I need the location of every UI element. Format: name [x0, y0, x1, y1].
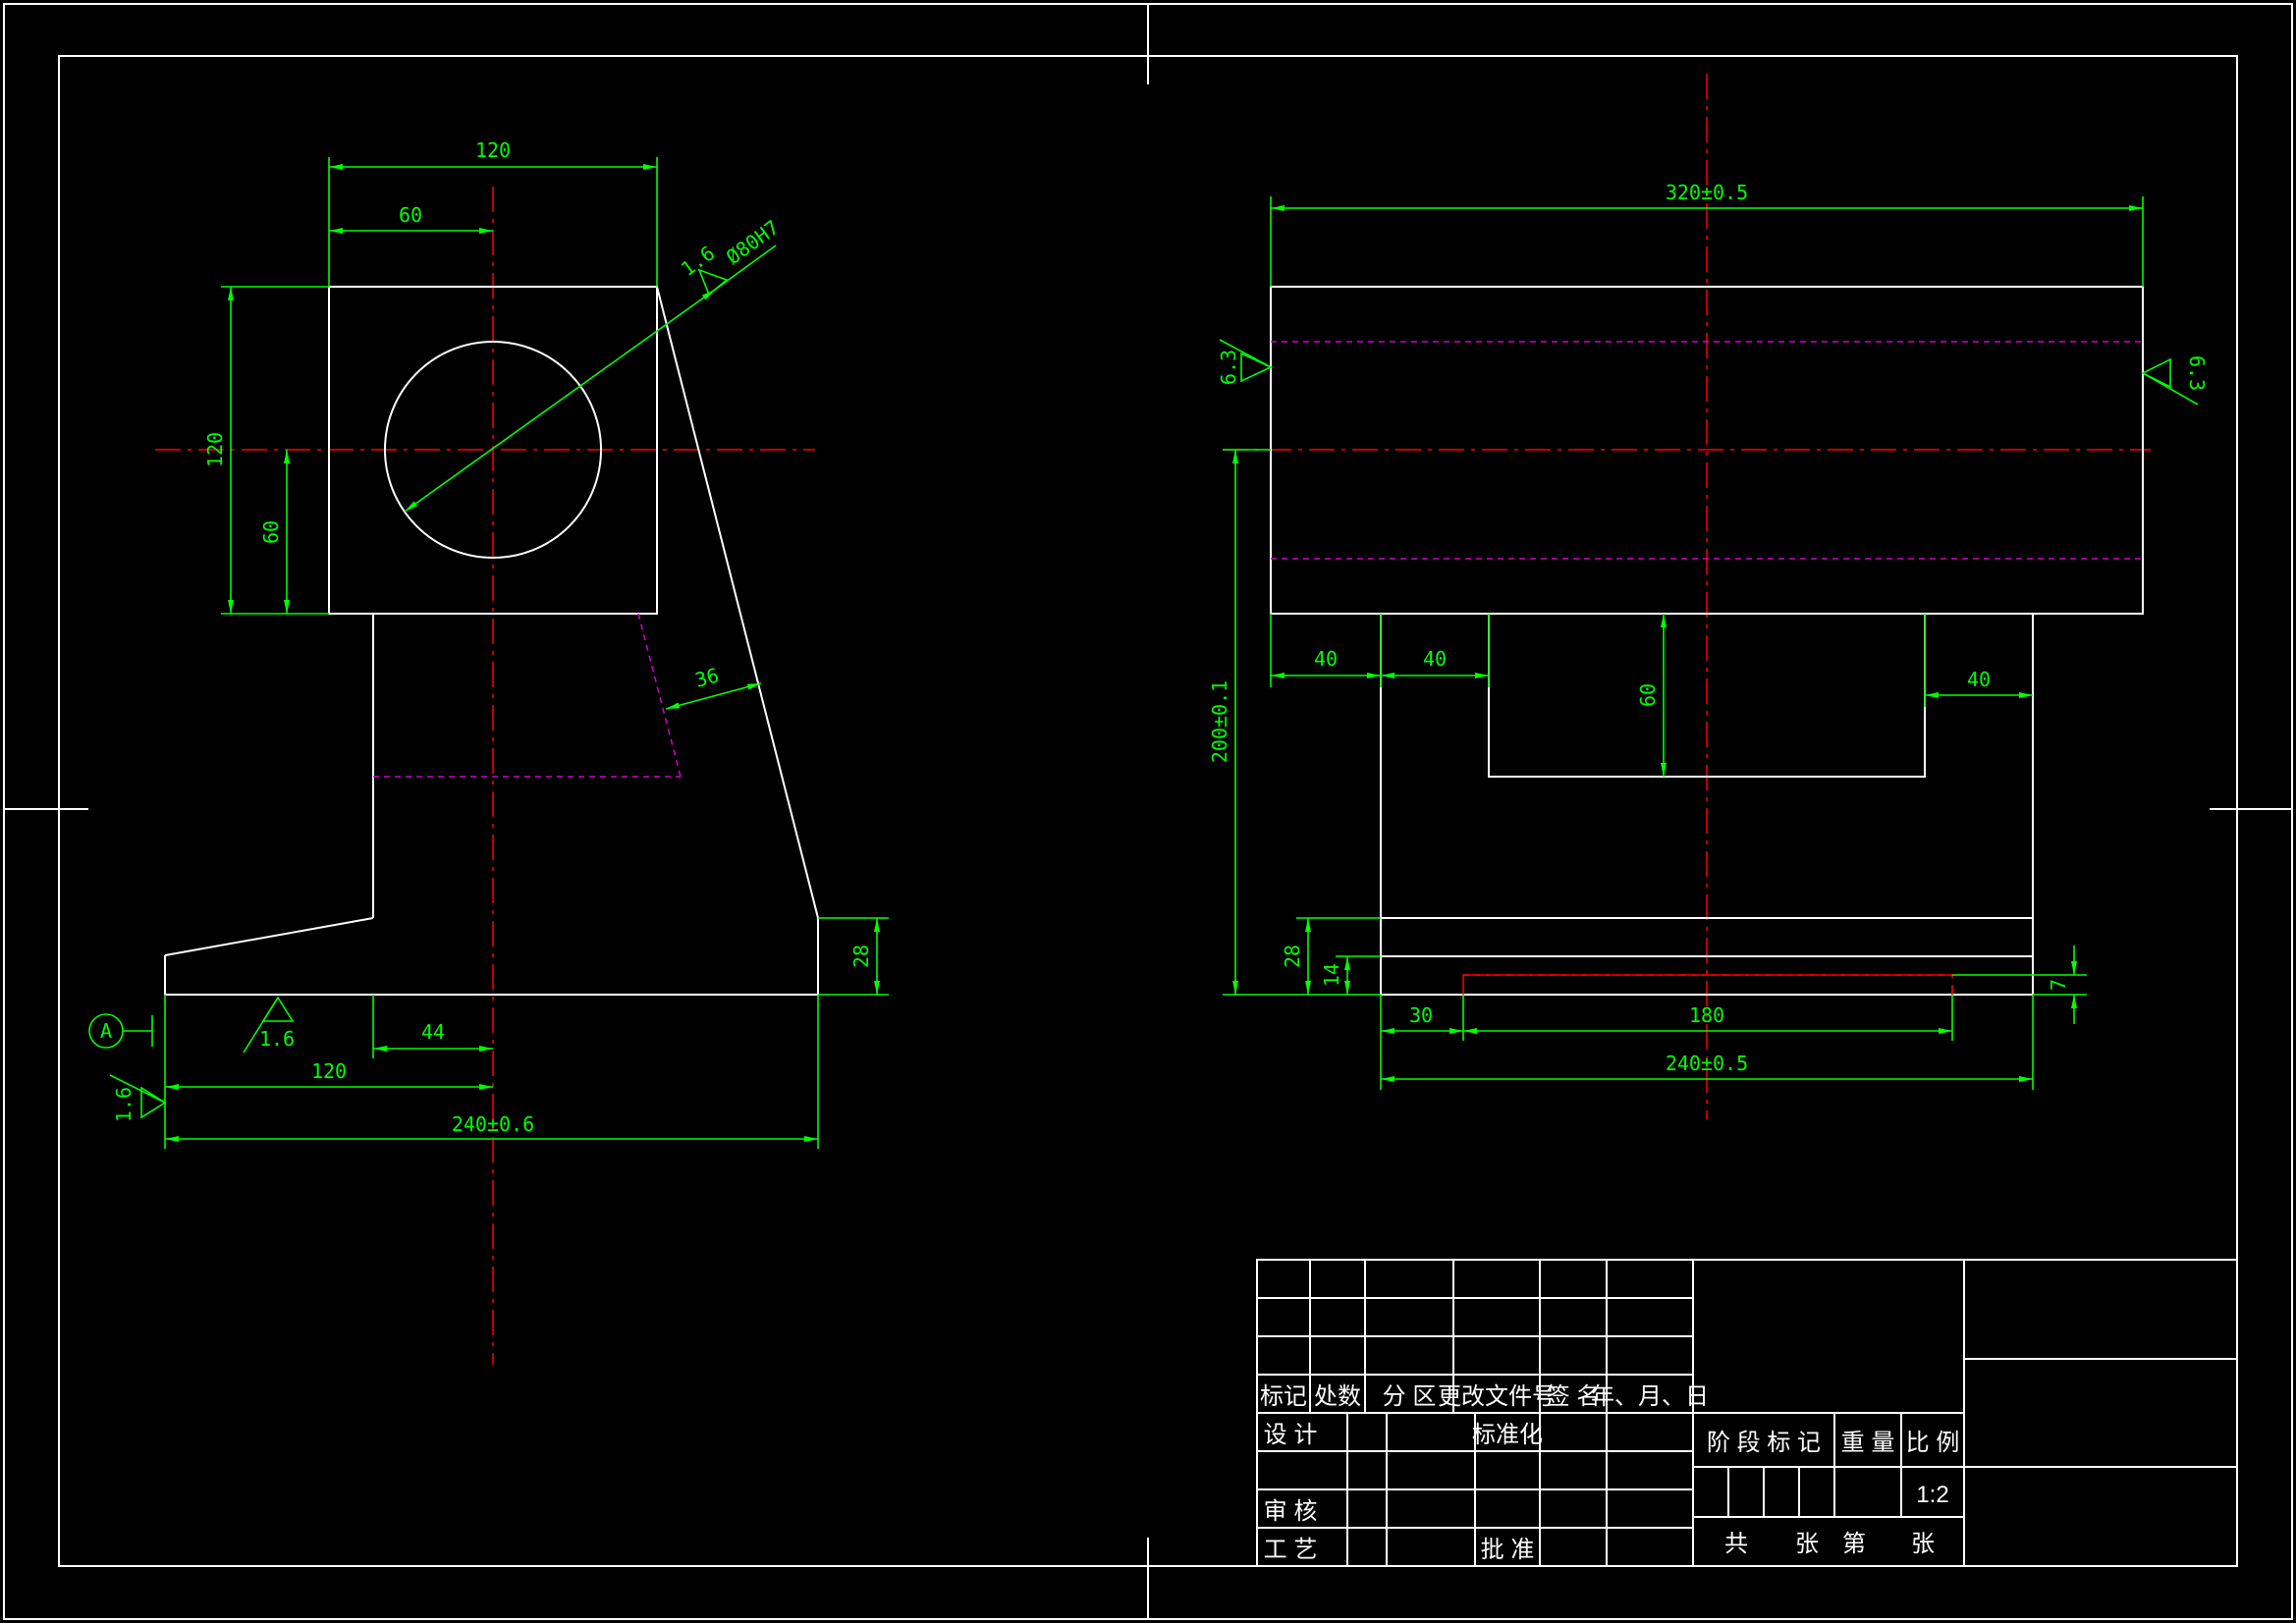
roughness-icon [2141, 357, 2171, 389]
tb-design: 设 计 [1264, 1422, 1318, 1448]
drawing-frame [3, 3, 2293, 1620]
dim-step-right[interactable]: 40 [1924, 614, 2033, 707]
roughness-side[interactable]: 1.6 [109, 1074, 167, 1122]
tb-approve: 批 准 [1481, 1537, 1535, 1563]
hidden-line-rib [637, 613, 682, 778]
dim-top-width[interactable]: 120 [328, 138, 658, 287]
tb-header-count: 处数 [1314, 1383, 1361, 1410]
dim-label: 44 [421, 1020, 445, 1044]
dim-offset[interactable]: 44 [372, 995, 493, 1058]
roughness-icon [697, 268, 729, 297]
tb-sheet-no-unit: 张 [1911, 1531, 1935, 1557]
dim-base-length[interactable]: 240±0.6 [165, 995, 819, 1149]
dim-half-base[interactable]: 120 [164, 995, 493, 1149]
tb-header-sign: 签 名 [1547, 1383, 1601, 1410]
dim-small-7[interactable]: 7 [1952, 946, 2087, 1024]
dim-label: Ø80H7 [722, 215, 784, 269]
dim-label: 40 [1967, 668, 1991, 691]
dim-label: 60 [399, 203, 422, 227]
dim-center-height[interactable]: 60 [259, 450, 290, 614]
datum-marker[interactable]: A [88, 1013, 153, 1049]
dim-block-height[interactable]: 120 [203, 286, 329, 615]
dim-height[interactable]: 200±0.1 [1208, 449, 1381, 996]
title-block-grid [1256, 1259, 2238, 1567]
roughness-icon [140, 1086, 167, 1119]
tb-ratio-label: 比 例 [1906, 1430, 1960, 1456]
tb-header-date: 年、月、日 [1591, 1383, 1709, 1410]
tb-ratio-value[interactable]: 1:2 [1916, 1482, 1948, 1508]
tb-header-doc-no: 更改文件号 [1438, 1383, 1556, 1410]
tb-review: 审 核 [1264, 1498, 1318, 1525]
datum-label: A [100, 1019, 112, 1043]
roughness-icon [261, 996, 295, 1022]
tb-header-mark: 标记 [1260, 1383, 1307, 1410]
roughness-left[interactable]: 6.3 [1217, 339, 1273, 385]
dim-label: 40 [1314, 647, 1338, 671]
dim-offset-30[interactable]: 30 [1380, 995, 1464, 1090]
dim-base-28[interactable]: 28 [1281, 917, 1381, 995]
dim-label: 60 [1636, 683, 1660, 707]
tb-stage: 阶 段 标 记 [1707, 1430, 1821, 1456]
dim-base-14[interactable]: 14 [1320, 955, 1381, 995]
dim-label: 36 [692, 663, 721, 691]
roughness-bottom[interactable]: 1.6 [243, 996, 295, 1054]
dim-label: 180 [1689, 1003, 1724, 1027]
dim-label: 28 [849, 945, 873, 968]
roughness-right[interactable]: 6.3 [2141, 355, 2209, 406]
dim-bore-diameter[interactable]: Ø80H7 1.6 [404, 215, 784, 513]
dim-label: 30 [1409, 1003, 1433, 1027]
title-block[interactable]: 标记 处数 分 区 更改文件号 签 名 年、月、日 设 计 标准化 审 核 工 … [1256, 1259, 2238, 1567]
tb-process: 工 艺 [1264, 1537, 1318, 1563]
dim-label: 7 [2047, 979, 2070, 991]
dim-label: 320±0.5 [1666, 181, 1748, 204]
tb-sheets-unit: 张 [1795, 1531, 1819, 1557]
dim-slot-depth[interactable]: 60 [1636, 614, 1667, 777]
dim-label: 120 [311, 1059, 347, 1083]
dim-label: 240±0.6 [452, 1112, 534, 1136]
dim-label: 120 [475, 138, 511, 162]
dim-label: 60 [259, 520, 283, 544]
roughness-icon [1240, 352, 1273, 383]
roughness-label: 1.6 [259, 1027, 295, 1051]
roughness-label: 1.6 [112, 1087, 136, 1122]
tb-sheet-no-label: 第 [1842, 1531, 1866, 1557]
dim-label: 14 [1320, 963, 1343, 987]
dim-label: 200±0.1 [1208, 680, 1231, 763]
dim-base-length[interactable]: 240±0.5 [1381, 995, 2034, 1090]
dim-length[interactable]: 320±0.5 [1270, 181, 2144, 287]
dim-rib-thickness[interactable]: 36 [665, 663, 762, 710]
left-view[interactable]: 120 60 120 60 Ø80H7 1.6 36 [88, 138, 889, 1365]
dim-label: 28 [1281, 945, 1304, 968]
dim-step-inner[interactable]: 40 [1381, 614, 1490, 687]
tb-standard: 标准化 [1472, 1422, 1543, 1448]
tb-sheets-total-label: 共 [1724, 1531, 1748, 1557]
tb-header-zone: 分 区 [1383, 1383, 1437, 1410]
dim-half-width[interactable]: 60 [329, 203, 493, 234]
dim-step-left[interactable]: 40 [1270, 614, 1382, 687]
dim-label: 40 [1423, 647, 1447, 671]
right-view[interactable]: 320±0.5 6.3 6.3 200±0.1 40 [1208, 74, 2209, 1119]
roughness-label: 6.3 [1217, 350, 1240, 385]
dim-base-height[interactable]: 28 [818, 917, 889, 996]
part-outline [164, 286, 819, 996]
dim-label: 240±0.5 [1666, 1052, 1748, 1075]
dim-label: 120 [203, 432, 227, 467]
dim-slot-180[interactable]: 180 [1463, 995, 1953, 1041]
base-slot-outline [1462, 974, 1953, 995]
tb-weight: 重 量 [1841, 1430, 1895, 1456]
roughness-label: 6.3 [2185, 355, 2209, 391]
